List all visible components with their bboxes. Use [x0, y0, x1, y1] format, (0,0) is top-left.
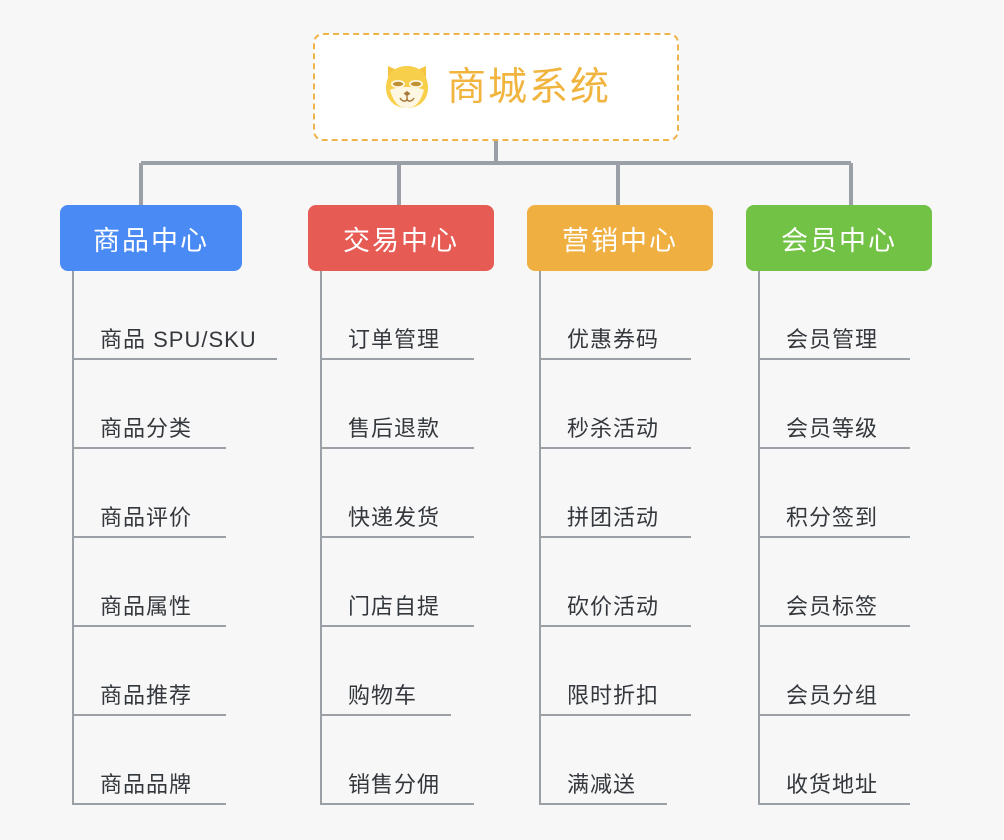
list-item-label: 收货地址	[786, 772, 879, 797]
list-item-rule	[539, 447, 691, 449]
list-item-rule	[320, 358, 474, 360]
branch-member-center: 会员中心 会员管理 会员等级 积分签到 会员标签 会员分组	[746, 205, 946, 805]
branch-head-marketing-center[interactable]: 营销中心	[527, 205, 713, 271]
root-title: 商城系统	[446, 65, 611, 109]
list-item-label: 秒杀活动	[567, 416, 660, 441]
branch-spine	[320, 271, 322, 805]
list-item-label: 优惠券码	[567, 327, 660, 352]
branch-spine	[539, 271, 541, 805]
list-item-rule	[539, 536, 691, 538]
list-item[interactable]: 门店自提	[308, 538, 510, 627]
list-item-label: 商品分类	[100, 416, 193, 441]
list-item-rule	[72, 803, 226, 805]
list-item-label: 购物车	[348, 683, 418, 708]
list-item-label: 限时折扣	[567, 683, 660, 708]
list-item[interactable]: 会员管理	[746, 271, 946, 360]
list-item-label: 会员管理	[786, 327, 879, 352]
list-item[interactable]: 商品品牌	[60, 716, 310, 805]
list-item[interactable]: 商品属性	[60, 538, 310, 627]
list-item-rule	[72, 625, 226, 627]
list-item-label: 砍价活动	[567, 594, 660, 619]
list-item-rule	[758, 447, 910, 449]
list-item[interactable]: 会员标签	[746, 538, 946, 627]
list-item[interactable]: 订单管理	[308, 271, 510, 360]
list-item[interactable]: 砍价活动	[527, 538, 727, 627]
list-item[interactable]: 限时折扣	[527, 627, 727, 716]
list-item-rule	[320, 803, 474, 805]
branch-head-member-center[interactable]: 会员中心	[746, 205, 932, 271]
list-item-label: 快递发货	[348, 505, 441, 530]
branch-spine	[72, 271, 74, 805]
list-item[interactable]: 商品评价	[60, 449, 310, 538]
list-item-label: 会员标签	[786, 594, 879, 619]
list-item-label: 商品属性	[100, 594, 193, 619]
branch-trade-center: 交易中心 订单管理 售后退款 快递发货 门店自提 购物车	[308, 205, 510, 805]
list-item[interactable]: 购物车	[308, 627, 510, 716]
list-item-rule	[72, 447, 226, 449]
list-item[interactable]: 会员等级	[746, 360, 946, 449]
list-item-rule	[539, 714, 691, 716]
list-item[interactable]: 商品分类	[60, 360, 310, 449]
list-item-label: 会员等级	[786, 416, 879, 441]
list-item-rule	[320, 536, 474, 538]
list-item-label: 满减送	[567, 772, 637, 797]
list-item-label: 销售分佣	[348, 772, 441, 797]
list-item[interactable]: 拼团活动	[527, 449, 727, 538]
list-item[interactable]: 秒杀活动	[527, 360, 727, 449]
list-item-label: 拼团活动	[567, 505, 660, 530]
list-item-label: 门店自提	[348, 594, 441, 619]
list-item-rule	[758, 803, 910, 805]
root-node[interactable]: 商城系统	[313, 33, 679, 141]
list-item-rule	[539, 358, 691, 360]
list-item-rule	[758, 714, 910, 716]
list-item-rule	[72, 358, 277, 360]
list-item-label: 商品 SPU/SKU	[100, 327, 257, 352]
list-item-rule	[72, 536, 226, 538]
list-item[interactable]: 积分签到	[746, 449, 946, 538]
branch-list-marketing-center: 优惠券码 秒杀活动 拼团活动 砍价活动 限时折扣 满减送	[527, 271, 727, 805]
list-item-label: 订单管理	[348, 327, 441, 352]
list-item-rule	[320, 447, 474, 449]
list-item-rule	[72, 714, 226, 716]
list-item-rule	[320, 714, 451, 716]
branch-list-trade-center: 订单管理 售后退款 快递发货 门店自提 购物车 销售分佣	[308, 271, 510, 805]
branch-marketing-center: 营销中心 优惠券码 秒杀活动 拼团活动 砍价活动 限时折扣	[527, 205, 727, 805]
list-item-rule	[539, 625, 691, 627]
branch-product-center: 商品中心 商品 SPU/SKU 商品分类 商品评价 商品属性 商品推荐	[60, 205, 310, 805]
branch-head-product-center[interactable]: 商品中心	[60, 205, 242, 271]
list-item[interactable]: 商品推荐	[60, 627, 310, 716]
list-item[interactable]: 销售分佣	[308, 716, 510, 805]
list-item-rule	[320, 625, 474, 627]
list-item[interactable]: 满减送	[527, 716, 727, 805]
list-item[interactable]: 会员分组	[746, 627, 946, 716]
list-item-label: 商品推荐	[100, 683, 193, 708]
list-item-label: 商品品牌	[100, 772, 193, 797]
branch-list-member-center: 会员管理 会员等级 积分签到 会员标签 会员分组 收货地址	[746, 271, 946, 805]
branch-head-trade-center[interactable]: 交易中心	[308, 205, 494, 271]
list-item-label: 商品评价	[100, 505, 193, 530]
branch-list-product-center: 商品 SPU/SKU 商品分类 商品评价 商品属性 商品推荐 商品品牌	[60, 271, 310, 805]
list-item-rule	[758, 625, 910, 627]
shiba-dog-icon	[385, 66, 428, 108]
list-item-label: 会员分组	[786, 683, 879, 708]
list-item-rule	[758, 536, 910, 538]
list-item[interactable]: 快递发货	[308, 449, 510, 538]
list-item-rule	[758, 358, 910, 360]
list-item-label: 售后退款	[348, 416, 441, 441]
list-item[interactable]: 优惠券码	[527, 271, 727, 360]
list-item-label: 积分签到	[786, 505, 879, 530]
list-item-rule	[539, 803, 667, 805]
list-item[interactable]: 商品 SPU/SKU	[60, 271, 310, 360]
branch-spine	[758, 271, 760, 805]
list-item[interactable]: 售后退款	[308, 360, 510, 449]
list-item[interactable]: 收货地址	[746, 716, 946, 805]
